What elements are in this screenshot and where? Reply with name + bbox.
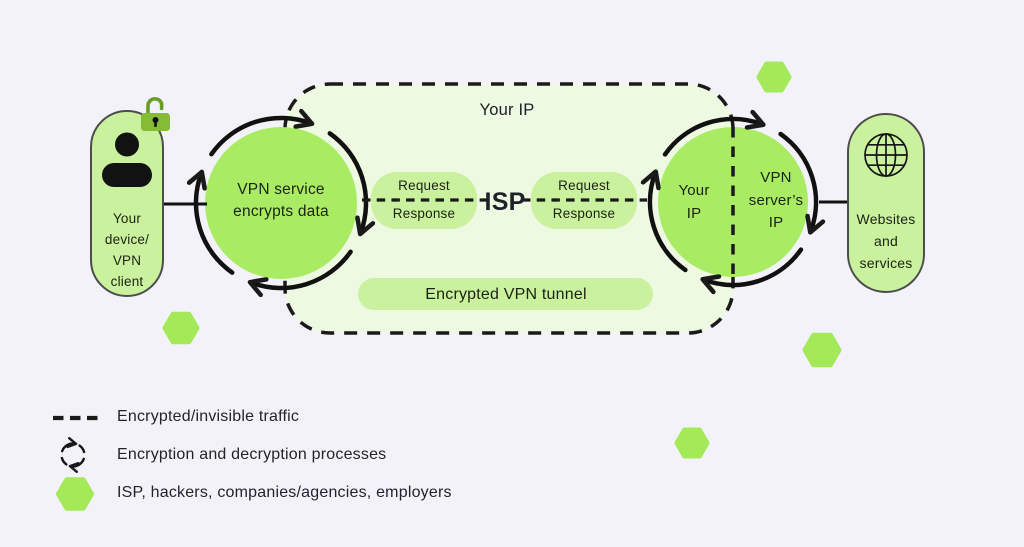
websites-pill-label: Websites and services [856,211,916,271]
hexagon-right [802,332,842,368]
websites-pill: Websites and services [847,113,925,293]
device-pill-label: Your device/ VPN client [104,211,150,289]
hexagon-top-right [756,61,792,93]
decryption-rotation-arrows [650,119,816,285]
user-icon [102,132,152,187]
tunnel-label-pill [358,278,653,310]
globe-icon [864,133,908,177]
hexagon-bottom-center [674,427,710,459]
hexagon-left [162,311,200,345]
encryption-rotation-arrows [196,118,366,288]
hexagon-decorations [162,61,842,459]
open-padlock-icon [141,97,170,131]
ip-swap-circle [658,127,808,277]
device-pill: Your device/ VPN client [90,110,164,297]
hexagon-icon [56,477,94,511]
encryption-circle [205,127,357,279]
cycle-arrows-icon [60,444,86,467]
